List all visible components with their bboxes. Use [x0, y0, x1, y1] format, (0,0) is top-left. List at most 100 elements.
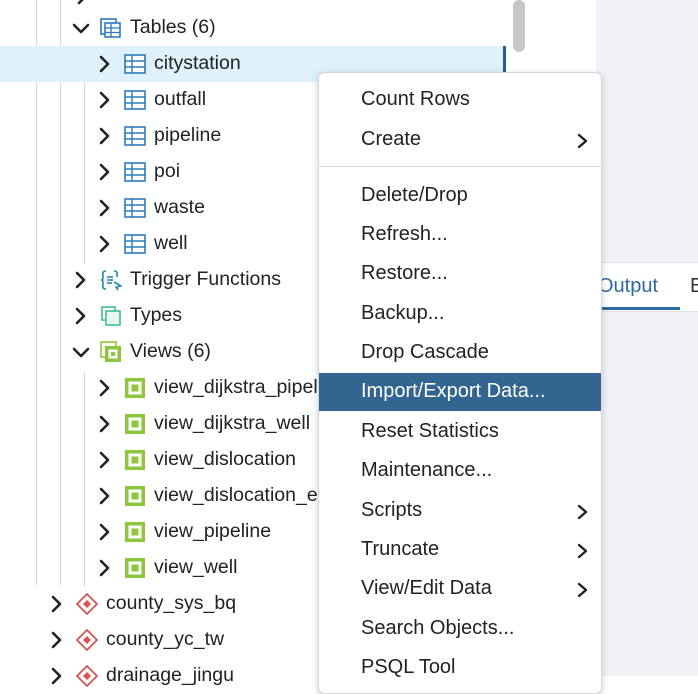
tree-node-pipeline[interactable]: pipeline: [0, 118, 505, 154]
chevron-right-icon[interactable]: [94, 478, 116, 514]
chevron-right-icon[interactable]: [46, 586, 68, 622]
tree-node-citystation[interactable]: citystation: [0, 46, 505, 82]
tree-node-outfall[interactable]: outfall: [0, 82, 505, 118]
chevron-right-icon[interactable]: [94, 370, 116, 406]
active-tab-underline: [598, 307, 680, 310]
tree-node-label: view_dijkstra_pipel: [154, 376, 318, 398]
menu-item-create[interactable]: Create: [319, 121, 601, 159]
menu-item-count-rows[interactable]: Count Rows: [319, 81, 601, 119]
tree-node-waste[interactable]: waste: [0, 190, 505, 226]
tree-guide-line: [36, 0, 37, 585]
tree-node-view-dijkstra-pipeline[interactable]: view_dijkstra_pipel: [0, 370, 505, 406]
views-group-icon: [100, 341, 122, 363]
tree-node-label: Tables (6): [130, 16, 216, 38]
tree-node-label: view_dislocation_e: [154, 484, 318, 506]
tree-node-label: Trigger Functions: [130, 268, 282, 290]
table-icon: [124, 197, 146, 219]
tree-guide-line: [84, 372, 85, 586]
tree-node-label: well: [154, 232, 188, 254]
menu-item-label: Delete/Drop: [361, 184, 468, 206]
tree-node-types[interactable]: Types: [0, 298, 505, 334]
menu-item-truncate[interactable]: Truncate: [319, 531, 601, 569]
chevron-right-icon[interactable]: [94, 190, 116, 226]
chevron-right-icon: [575, 541, 591, 567]
tree-node-label: poi: [154, 160, 181, 182]
table-icon: [124, 125, 146, 147]
tree-node-view-pipeline[interactable]: view_pipeline: [0, 514, 505, 550]
chevron-right-icon[interactable]: [94, 226, 116, 262]
menu-item-psql-tool[interactable]: PSQL Tool: [319, 649, 601, 687]
chevron-right-icon[interactable]: [94, 46, 116, 82]
tree-node-views[interactable]: Views (6): [0, 334, 505, 370]
tree-node-trigger-functions[interactable]: Trigger Functions: [0, 262, 505, 298]
chevron-right-icon[interactable]: [94, 442, 116, 478]
chevron-right-icon[interactable]: [46, 658, 68, 694]
context-menu: Count Rows Create Delete/Drop Refresh...…: [318, 72, 602, 694]
tree-node-label: citystation: [154, 52, 241, 74]
chevron-right-icon[interactable]: [94, 154, 116, 190]
tree-node-label: view_dijkstra_well: [154, 412, 311, 434]
view-icon: [124, 449, 146, 471]
selection-indicator: [503, 46, 506, 76]
tree-guide-line: [60, 0, 61, 585]
menu-item-scripts[interactable]: Scripts: [319, 492, 601, 530]
menu-item-restore[interactable]: Restore...: [319, 255, 601, 293]
tree-scrollbar-thumb[interactable]: [513, 0, 525, 52]
chevron-right-icon: [575, 580, 591, 606]
tree-node-label: pipeline: [154, 124, 222, 146]
chevron-right-icon[interactable]: [70, 298, 92, 334]
chevron-right-icon[interactable]: [94, 514, 116, 550]
tree-node-view-dijkstra-well[interactable]: view_dijkstra_well: [0, 406, 505, 442]
schema-icon: [76, 629, 98, 651]
chevron-right-icon[interactable]: [94, 82, 116, 118]
menu-item-reset-statistics[interactable]: Reset Statistics: [319, 413, 601, 451]
tree-node-view-dislocation[interactable]: view_dislocation: [0, 442, 505, 478]
menu-item-maintenance[interactable]: Maintenance...: [319, 452, 601, 490]
menu-item-label: Scripts: [361, 499, 423, 521]
view-icon: [124, 377, 146, 399]
tree-node-label: Views (6): [130, 340, 211, 362]
menu-item-delete-drop[interactable]: Delete/Drop: [319, 177, 601, 215]
menu-item-label: Restore...: [361, 262, 448, 284]
menu-item-drop-cascade[interactable]: Drop Cascade: [319, 334, 601, 372]
chevron-right-icon[interactable]: [72, 0, 94, 14]
menu-item-refresh[interactable]: Refresh...: [319, 216, 601, 254]
tree-node-label: view_dislocation: [154, 448, 296, 470]
menu-item-import-export-data[interactable]: Import/Export Data...: [319, 373, 601, 411]
menu-item-label: PSQL Tool: [361, 656, 456, 678]
tree-node-well[interactable]: well: [0, 226, 505, 262]
menu-item-search-objects[interactable]: Search Objects...: [319, 610, 601, 648]
menu-item-label: Drop Cascade: [361, 341, 489, 363]
chevron-right-icon[interactable]: [46, 622, 68, 658]
chevron-right-icon[interactable]: [94, 550, 116, 586]
chevron-right-icon[interactable]: [70, 262, 92, 298]
menu-item-label: Import/Export Data...: [361, 380, 546, 402]
tree-node-view-dislocation-e[interactable]: view_dislocation_e: [0, 478, 505, 514]
view-icon: [124, 413, 146, 435]
chevron-down-icon[interactable]: [70, 334, 92, 370]
menu-item-view-edit-data[interactable]: View/Edit Data: [319, 570, 601, 608]
chevron-right-icon[interactable]: [94, 118, 116, 154]
menu-item-label: Maintenance...: [361, 459, 493, 481]
view-icon: [124, 485, 146, 507]
right-panel-top-shaded: [596, 0, 698, 260]
tab-next[interactable]: E: [690, 275, 698, 297]
menu-item-backup[interactable]: Backup...: [319, 295, 601, 333]
tree-node-view-well[interactable]: view_well: [0, 550, 505, 586]
tree-node-county-yc-tw[interactable]: county_yc_tw: [0, 622, 505, 658]
table-icon: [124, 233, 146, 255]
table-group-icon: [100, 17, 122, 39]
tree-node-county-sys-bq[interactable]: county_sys_bq: [0, 586, 505, 622]
tree-node-poi[interactable]: poi: [0, 154, 505, 190]
chevron-right-icon: [575, 131, 591, 157]
chevron-right-icon: [575, 502, 591, 528]
schema-icon: [76, 665, 98, 687]
chevron-right-icon[interactable]: [94, 406, 116, 442]
tree-node-label: view_well: [154, 556, 238, 578]
tab-output[interactable]: Output: [598, 275, 659, 297]
menu-separator: [319, 166, 601, 167]
menu-item-label: Create: [361, 128, 422, 150]
tree-node-tables[interactable]: Tables (6): [0, 10, 505, 46]
menu-item-label: Backup...: [361, 302, 445, 324]
chevron-down-icon[interactable]: [70, 10, 92, 46]
